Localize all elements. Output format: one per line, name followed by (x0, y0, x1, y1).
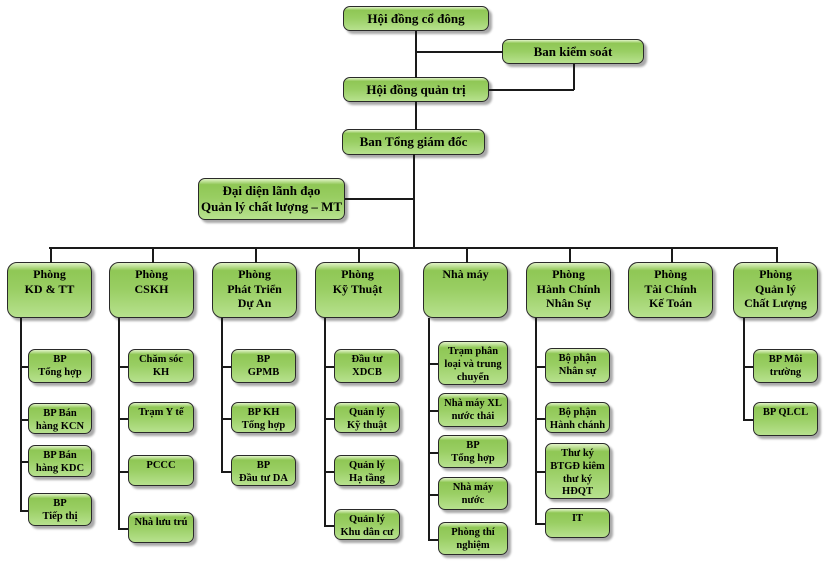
connector-line (50, 247, 52, 263)
connector-line (489, 89, 574, 91)
connector-line (535, 366, 545, 368)
phong-phat-trien-du-an-sub-1: BP KH Tổng hợp (231, 402, 296, 433)
nha-may: Nhà máy (423, 262, 508, 318)
connector-line (413, 154, 415, 248)
connector-line (20, 461, 28, 463)
connector-line (428, 363, 438, 365)
phong-kd-tt-sub-3: BP Tiếp thị (28, 493, 92, 526)
phong-cskh-sub-3: Nhà lưu trú (128, 512, 194, 543)
phong-ky-thuat: Phòng Kỹ Thuật (315, 262, 400, 318)
connector-line (324, 471, 334, 473)
connector-line (466, 247, 468, 263)
dai-dien-lanh-dao: Đại diện lãnh đạo Quản lý chất lượng – M… (198, 178, 345, 220)
connector-line (20, 510, 28, 512)
connector-line (535, 523, 545, 525)
nha-may-sub-3: Nhà máy nước (438, 477, 508, 510)
connector-line (255, 247, 257, 263)
connector-line (324, 525, 334, 527)
connector-line (118, 528, 128, 530)
connector-line (221, 418, 231, 420)
phong-cskh-sub-0: Chăm sóc KH (128, 349, 194, 383)
connector-line (535, 418, 545, 420)
connector-line (428, 494, 438, 496)
connector-line (569, 247, 571, 263)
connector-line (221, 318, 223, 473)
connector-line (428, 452, 438, 454)
phong-ky-thuat-sub-1: Quản lý Kỹ thuật (334, 402, 400, 433)
phong-phat-trien-du-an-sub-0: BP GPMB (231, 349, 296, 383)
connector-line (20, 318, 22, 512)
nha-may-sub-2: BP Tổng hợp (438, 435, 508, 468)
connector-line (358, 247, 360, 263)
phong-cskh-sub-1: Trạm Y tế (128, 402, 194, 433)
phong-hanh-chinh-nhan-su-sub-3: IT (545, 508, 610, 538)
nha-may-sub-1: Nhà máy XL nước thải (438, 393, 508, 427)
phong-ky-thuat-sub-3: Quản lý Khu dân cư (334, 509, 400, 540)
connector-line (324, 366, 334, 368)
phong-hanh-chinh-nhan-su-sub-1: Bộ phận Hành chánh (545, 402, 610, 433)
connector-line (118, 418, 128, 420)
phong-phat-trien-du-an: Phòng Phát Triển Dự An (212, 262, 297, 318)
phong-hanh-chinh-nhan-su-sub-2: Thư ký BTGĐ kiêm thư ký HĐQT (545, 443, 610, 499)
ban-tong-giam-doc: Ban Tổng giám đốc (342, 129, 485, 155)
phong-quan-ly-chat-luong-sub-1: BP QLCL (753, 402, 818, 436)
nha-may-sub-4: Phòng thí nghiệm (438, 522, 508, 555)
connector-line (743, 419, 753, 421)
connector-line (20, 366, 28, 368)
connector-line (428, 410, 438, 412)
connector-line (221, 471, 231, 473)
ban-kiem-soat: Ban kiểm soát (502, 39, 644, 64)
hoi-dong-co-dong: Hội đồng cổ đông (343, 6, 489, 31)
phong-quan-ly-chat-luong: Phòng Quản lý Chất Lượng (733, 262, 818, 318)
nha-may-sub-0: Trạm phân loại và trung chuyển (438, 341, 508, 385)
connector-line (415, 31, 417, 78)
connector-line (221, 366, 231, 368)
connector-line (345, 198, 414, 200)
phong-ky-thuat-sub-0: Đầu tư XDCB (334, 349, 400, 383)
connector-line (324, 318, 326, 527)
connector-line (152, 247, 154, 263)
phong-quan-ly-chat-luong-sub-0: BP Môi trường (753, 349, 818, 383)
phong-ky-thuat-sub-2: Quản lý Hạ tầng (334, 455, 400, 486)
connector-line (573, 64, 575, 90)
phong-hanh-chinh-nhan-su-sub-0: Bộ phận Nhân sự (545, 348, 610, 383)
connector-line (20, 419, 28, 421)
phong-hanh-chinh-nhan-su: Phòng Hành Chính Nhân Sự (526, 262, 611, 318)
phong-cskh-sub-2: PCCC (128, 455, 194, 486)
connector-line (324, 418, 334, 420)
connector-line (118, 366, 128, 368)
phong-phat-trien-du-an-sub-2: BP Đầu tư DA (231, 455, 296, 486)
connector-line (118, 318, 120, 530)
connector-line (671, 247, 673, 263)
hoi-dong-quan-tri: Hội đồng quản trị (343, 77, 489, 102)
connector-line (415, 101, 417, 130)
connector-line (49, 247, 777, 249)
phong-kd-tt-sub-1: BP Bán hàng KCN (28, 403, 92, 434)
connector-line (428, 539, 438, 541)
phong-cskh: Phòng CSKH (109, 262, 194, 318)
phong-kd-tt: Phòng KD & TT (7, 262, 92, 318)
connector-line (118, 471, 128, 473)
connector-line (428, 318, 430, 541)
connector-line (743, 366, 753, 368)
connector-line (535, 318, 537, 525)
phong-kd-tt-sub-0: BP Tổng hợp (28, 349, 92, 383)
connector-line (415, 51, 503, 53)
connector-line (743, 318, 745, 421)
connector-line (776, 247, 778, 263)
connector-line (535, 471, 545, 473)
phong-tai-chinh-ke-toan: Phòng Tài Chính Kế Toán (628, 262, 713, 318)
phong-kd-tt-sub-2: BP Bán hàng KDC (28, 445, 92, 477)
